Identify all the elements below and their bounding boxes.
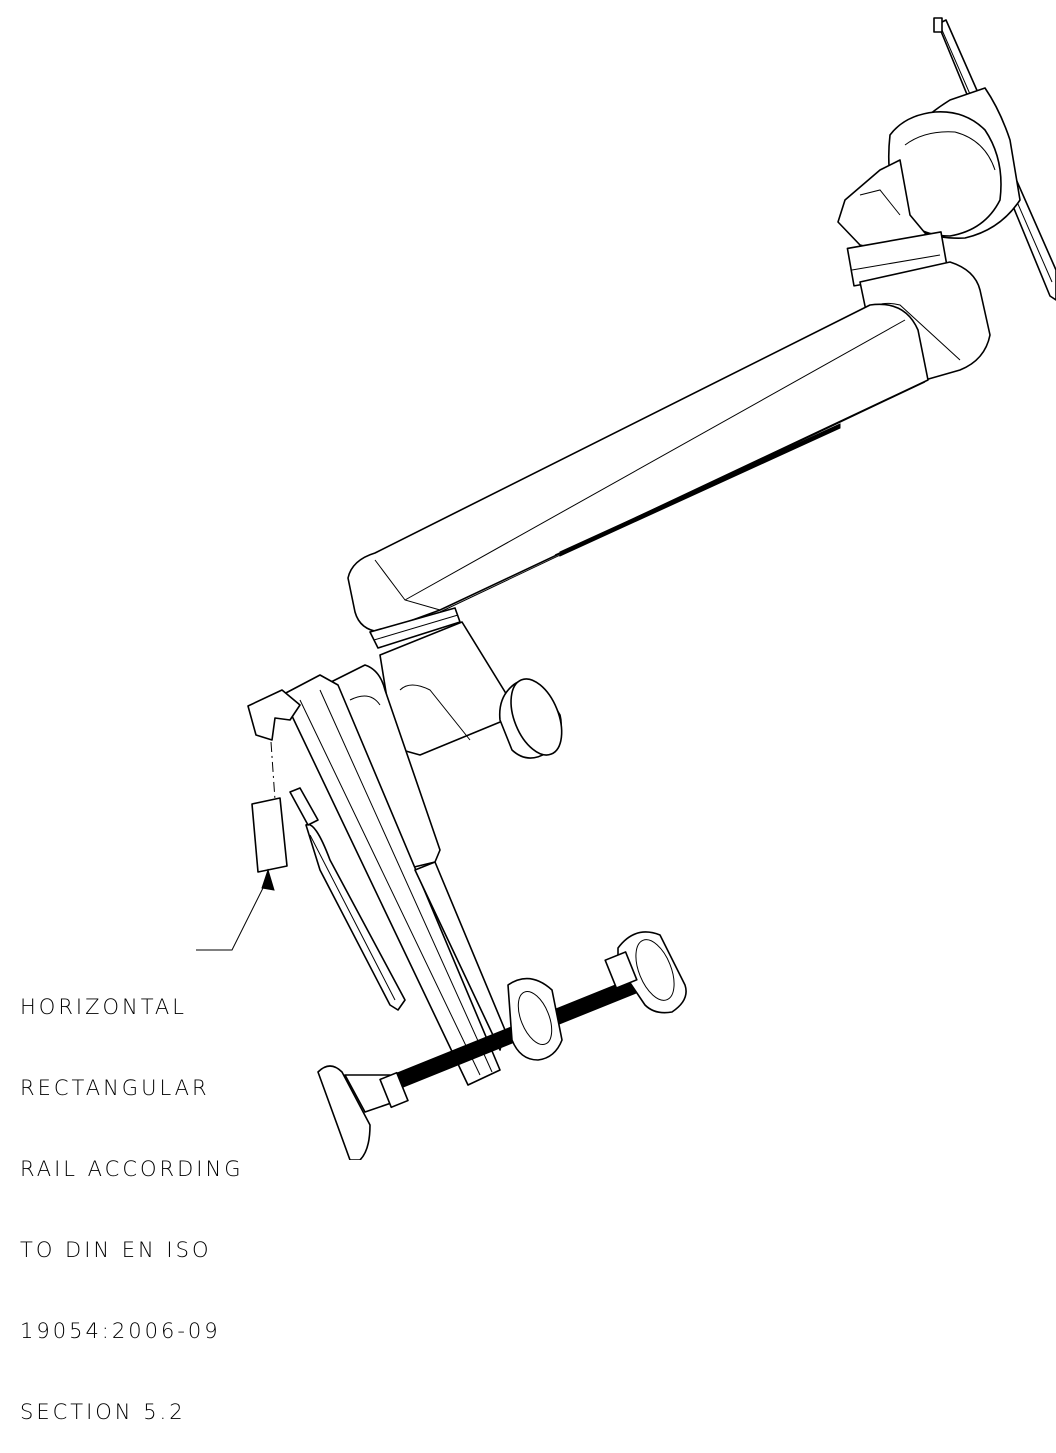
tilt-head-joint	[837, 87, 1021, 287]
clamp-column	[247, 664, 506, 1086]
main-arm	[347, 303, 929, 649]
callout-line-1: HORIZONTAL	[20, 995, 187, 1019]
callout-line-5: 19054:2006-09	[20, 1319, 221, 1343]
callout-line-4: TO DIN EN ISO	[20, 1238, 212, 1262]
callout-line-6: SECTION 5.2	[20, 1400, 186, 1424]
clamp-knob-lower	[498, 678, 563, 759]
callout-line-2: RECTANGULAR	[20, 1076, 210, 1100]
rectangular-rail	[251, 741, 288, 873]
clamp-knob-end	[604, 931, 687, 1014]
mount-arm-drawing	[196, 17, 1056, 1160]
callout-leader	[196, 868, 275, 951]
clamp-knob-middle	[507, 977, 563, 1061]
callout-line-3: RAIL ACCORDING	[20, 1157, 244, 1181]
rail-callout-label: HORIZONTAL RECTANGULAR RAIL ACCORDING TO…	[20, 940, 243, 1453]
